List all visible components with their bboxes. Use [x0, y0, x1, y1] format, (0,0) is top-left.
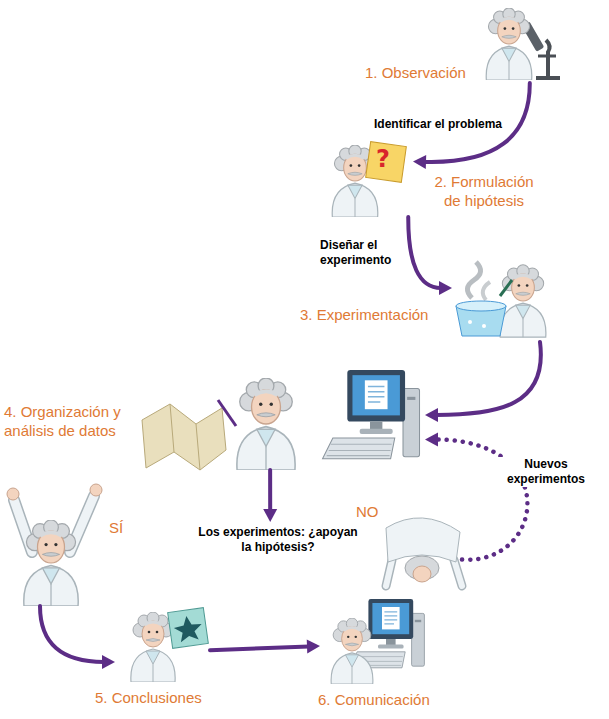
arrow-head — [102, 655, 115, 669]
connector-line — [436, 342, 541, 415]
connector-line — [210, 646, 309, 650]
flow-arrow — [263, 470, 277, 522]
step-label: 1. Observación — [365, 63, 471, 82]
connector-line — [408, 217, 441, 288]
arrow-head — [413, 155, 426, 169]
step-node: 2. Formulación de hipótesis — [318, 140, 413, 217]
step-node: NO — [382, 520, 462, 592]
step-node: 5. Conclusiones — [115, 605, 210, 683]
question-mark: ? — [376, 146, 390, 172]
arrow-head — [439, 281, 452, 295]
step-node: SÍ — [5, 488, 105, 606]
connector-line — [268, 470, 272, 511]
step-node: 1. Observación — [470, 5, 562, 83]
arrow-head — [425, 408, 438, 422]
step-label: SÍ — [109, 518, 133, 537]
step-label: 6. Comunicación — [318, 690, 440, 709]
connector-line — [40, 606, 104, 662]
edge-label: Nuevos experimentos — [496, 457, 596, 487]
bowed-scientist — [386, 518, 462, 586]
flow-arrow — [425, 432, 527, 559]
arrow-head — [425, 432, 438, 446]
step-node: Los experimentos: ¿apoyan la hipótesis? — [195, 522, 355, 558]
flow-arrow — [40, 606, 115, 669]
arrow-head — [307, 640, 320, 654]
beaker — [456, 262, 512, 336]
step-label: NO — [356, 502, 386, 521]
step-node: 3. Experimentación — [452, 255, 552, 342]
step-node: 4. Organización y análisis de datos — [135, 368, 425, 470]
flow-arrow — [425, 342, 541, 422]
star-card — [168, 608, 209, 649]
edge-label: Diseñar el experimento — [318, 238, 404, 268]
step-label: 5. Conclusiones — [95, 688, 217, 707]
step-label: 2. Formulación de hipótesis — [428, 172, 540, 210]
flow-arrow — [408, 217, 452, 295]
data-sheet — [142, 400, 236, 470]
arrow-head — [263, 509, 277, 522]
flow-arrow — [210, 640, 320, 654]
step-label: 4. Organización y análisis de datos — [4, 402, 136, 440]
step-node: 6. Comunicación — [320, 595, 425, 683]
step-label: 3. Experimentación — [300, 305, 445, 324]
edge-label: Identificar el problema — [372, 117, 504, 132]
decision-text: Los experimentos: ¿apoyan la hipótesis? — [198, 525, 358, 555]
